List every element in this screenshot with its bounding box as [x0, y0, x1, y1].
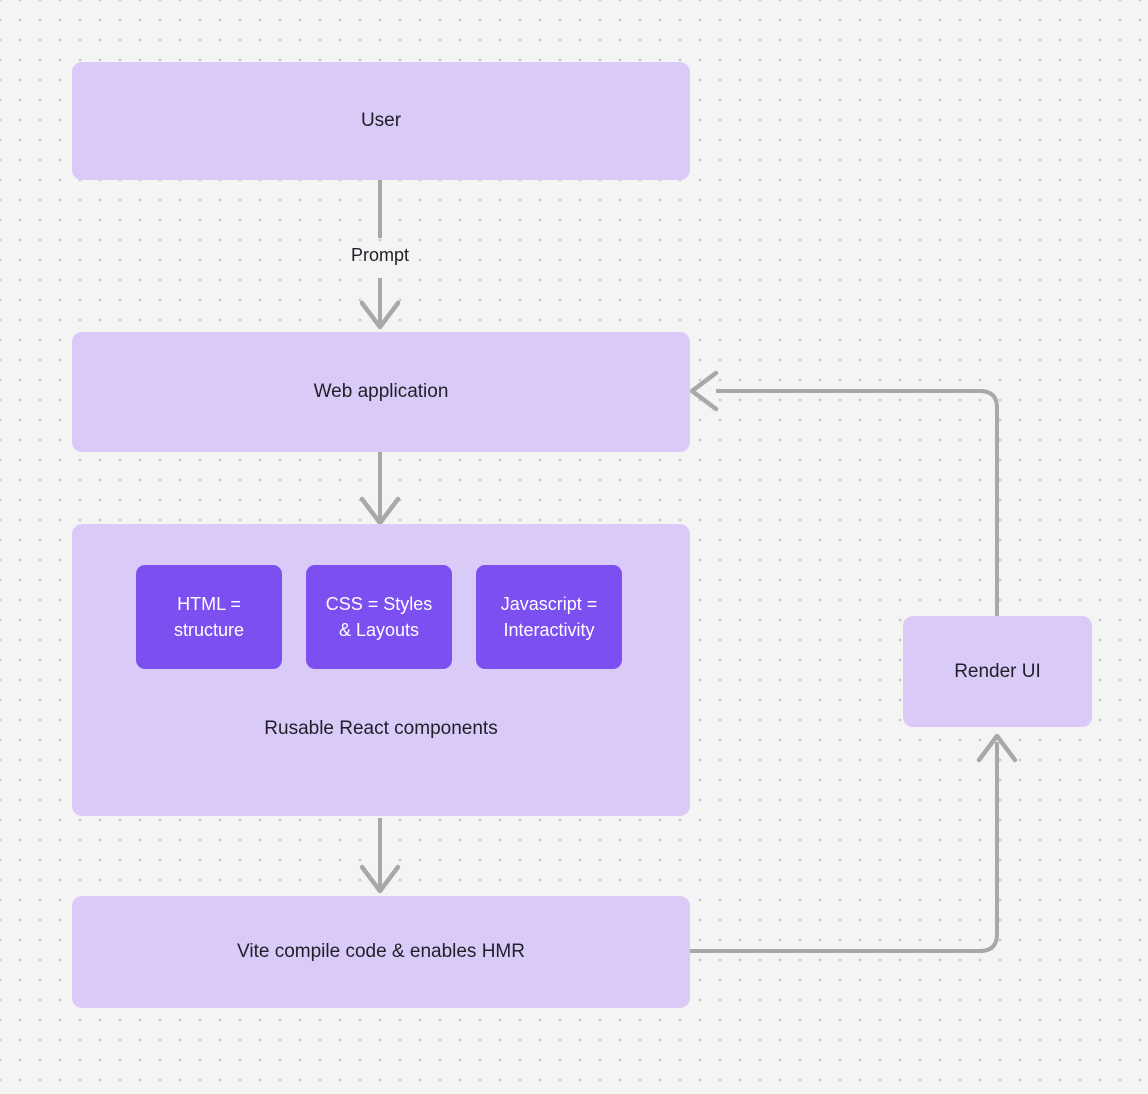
node-vite[interactable]: Vite compile code & enables HMR	[72, 896, 690, 1008]
node-html-label-line1: HTML =	[177, 593, 241, 614]
node-components-group-label: Rusable React components	[264, 718, 498, 739]
arrowhead-render-to-web	[689, 370, 719, 412]
arrowhead-vite-to-render	[976, 733, 1018, 763]
node-user[interactable]: User	[72, 62, 690, 180]
node-javascript-label: Javascript = Interactivity	[501, 591, 598, 643]
node-html-label-line2: structure	[173, 620, 245, 640]
node-html[interactable]: HTML = structure	[136, 565, 282, 669]
node-render-ui-label: Render UI	[954, 660, 1041, 682]
node-javascript[interactable]: Javascript = Interactivity	[476, 565, 622, 669]
node-web-application-label: Web application	[313, 381, 449, 402]
node-components-group[interactable]: HTML = structure CSS = Styles & Layouts …	[72, 524, 690, 816]
edge-render-to-web	[716, 389, 999, 616]
arrowhead-prompt-to-web	[359, 300, 401, 330]
node-render-ui[interactable]: Render UI	[903, 616, 1092, 727]
arrowhead-components-to-vite	[359, 864, 401, 894]
node-css-label-line2: & Layouts	[338, 620, 420, 640]
node-web-application[interactable]: Web application	[72, 332, 690, 452]
node-user-label: User	[360, 110, 402, 131]
node-javascript-label-line2: Interactivity	[503, 620, 595, 640]
edge-vite-to-render	[690, 742, 999, 953]
node-css-label-line1: CSS = Styles	[325, 593, 433, 614]
node-css[interactable]: CSS = Styles & Layouts	[306, 565, 452, 669]
arrowhead-web-to-components	[359, 496, 401, 526]
node-css-label: CSS = Styles & Layouts	[326, 591, 433, 643]
edge-label-prompt: Prompt	[350, 245, 410, 265]
node-vite-label: Vite compile code & enables HMR	[237, 941, 525, 962]
node-javascript-label-line1: Javascript =	[500, 593, 598, 614]
node-html-label: HTML = structure	[174, 591, 244, 643]
